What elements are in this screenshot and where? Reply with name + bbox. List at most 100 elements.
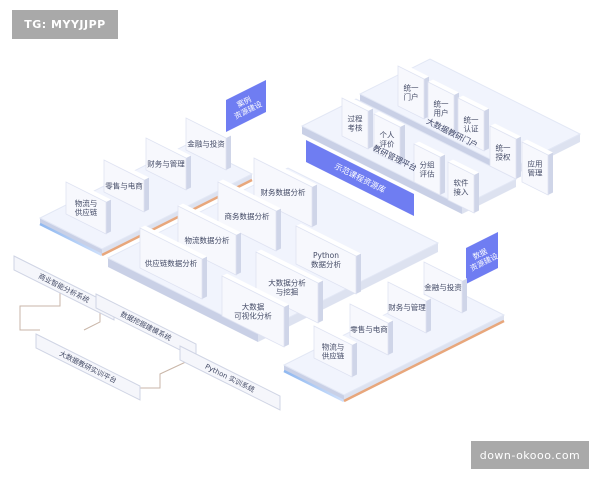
case-card-3-label: 财务与管理 <box>147 159 185 169</box>
case-card-1-side <box>106 199 111 234</box>
analysis-card-5-side <box>356 253 361 294</box>
portal-card-3-top <box>458 95 489 111</box>
teaching-card-2-face <box>373 113 401 166</box>
data-resource-card-4-face <box>423 261 463 314</box>
analysis-card-4-face <box>139 227 203 300</box>
data-resource-platform-accent-left <box>283 369 345 403</box>
portal-card-5-side <box>548 152 553 195</box>
analysis-card-6-face <box>255 251 319 324</box>
analysis-card-6-top <box>256 249 323 283</box>
portal-card-2-top <box>428 79 459 95</box>
analysis-card-6-label: 大数据分析与挖掘 <box>268 278 306 297</box>
analysis-card-2-face <box>217 181 277 252</box>
case-card-1: 物流与供应链 <box>65 179 111 235</box>
data-resource-card-4-side <box>462 278 467 313</box>
case-card-4-top <box>186 115 231 138</box>
system-card-3-label: 大数据教研实训平台 <box>58 349 118 385</box>
system-card-2-label: 数据挖掘建模系统 <box>119 309 173 342</box>
portal-card-1-face <box>397 65 425 120</box>
demo-resource-banner-face <box>306 140 414 216</box>
portal-card-3-side <box>484 108 489 151</box>
portal-card-1: 统一门户 <box>397 63 429 120</box>
analysis-card-7-label: 大数据可视化分析 <box>234 302 272 321</box>
data-resource-platform-edge-right <box>344 315 504 401</box>
analysis-card-3-face <box>177 205 237 276</box>
analysis-card-7: 大数据可视化分析 <box>221 273 289 348</box>
data-resource-card-3-face <box>387 281 427 334</box>
case-card-2-label: 零售与电商 <box>105 181 143 191</box>
teaching-card-4: 软件接入 <box>447 159 479 214</box>
teaching-card-3: 分组评估 <box>413 141 445 196</box>
portal-card-5-face <box>521 141 549 196</box>
teaching-card-4-side <box>474 172 479 213</box>
analysis-card-1-label: 财务数据分析 <box>261 187 306 197</box>
case-resource-platform-edge-right <box>102 174 252 255</box>
analysis-card-7-top <box>222 273 289 307</box>
analysis-card-4-label: 供应链数据分析 <box>145 258 198 268</box>
data-resource-card-3-side <box>426 298 431 333</box>
data-resource-platform-accent-right <box>343 319 505 403</box>
case-card-2-side <box>144 177 149 212</box>
data-resource-card-3-top <box>388 279 431 301</box>
analysis-card-3-top <box>178 203 241 235</box>
analysis-card-2-side <box>276 208 281 251</box>
case-resource-tag-face <box>226 80 266 132</box>
system-card-4-label: Python 实训系统 <box>204 362 257 394</box>
teaching-card-1-label: 过程考核 <box>348 114 363 133</box>
data-analysis-platform-edge-left <box>108 258 258 342</box>
system-card-1-label: 商业智能分析系统 <box>37 271 91 304</box>
data-resource-card-4-label: 金融与投资 <box>424 282 462 292</box>
data-resource-card-1-label: 物流与供应链 <box>322 342 345 361</box>
portal-card-4-side <box>516 136 521 179</box>
teaching-platform-edge-left <box>302 126 462 214</box>
data-resource-card-1-top <box>314 323 357 345</box>
watermark-badge-bottom: down-okooo.com <box>471 441 589 469</box>
data-resource-tag-face <box>466 232 498 284</box>
analysis-card-1-face <box>253 157 313 228</box>
portal-card-4: 统一授权 <box>489 123 521 180</box>
system-card-4: Python 实训系统 <box>179 345 281 411</box>
data-resource-card-3: 财务与管理 <box>387 279 431 334</box>
case-card-3-top <box>146 135 191 158</box>
analysis-card-3-label: 物流数据分析 <box>185 235 230 245</box>
data-resource-card-1-face <box>313 325 353 378</box>
portal-card-4-label: 统一授权 <box>496 143 511 162</box>
analysis-card-6: 大数据分析与挖掘 <box>255 249 323 324</box>
case-card-2: 零售与电商 <box>103 157 149 213</box>
teaching-card-2-top <box>374 111 405 127</box>
teaching-card-3-face <box>413 143 441 196</box>
analysis-card-4-top <box>140 225 207 259</box>
case-card-1-label: 物流与供应链 <box>75 198 98 217</box>
analysis-card-4-side <box>202 256 207 299</box>
analysis-card-5-face <box>295 225 357 295</box>
data-resource-card-1-side <box>352 342 357 377</box>
teaching-card-1: 过程考核 <box>341 95 373 150</box>
portal-card-5-label: 应用管理 <box>528 159 543 178</box>
analysis-card-1: 财务数据分析 <box>253 155 317 228</box>
teaching-card-4-top <box>448 159 479 175</box>
data-analysis-platform-edge-right <box>258 243 438 342</box>
data-resource-card-1: 物流与供应链 <box>313 323 357 378</box>
case-card-4: 金融与投资 <box>185 115 231 171</box>
analysis-card-7-side <box>284 304 289 347</box>
case-card-3-face <box>145 137 187 191</box>
analysis-card-2: 商务数据分析 <box>217 179 281 252</box>
teaching-card-3-side <box>440 154 445 195</box>
data-resource-card-2-top <box>350 301 393 323</box>
teaching-card-2-side <box>400 124 405 165</box>
teaching-card-1-side <box>368 108 373 149</box>
case-card-2-face <box>103 159 145 213</box>
system-card-1-face <box>13 255 115 321</box>
data-resource-card-3-label: 财务与管理 <box>388 302 426 312</box>
portal-card-4-top <box>490 123 521 139</box>
portal-card-1-label: 统一门户 <box>404 83 419 102</box>
case-card-4-side <box>226 135 231 170</box>
watermark-badge-top: TG: MYYJJPP <box>12 10 118 39</box>
data-resource-card-4-top <box>424 259 467 281</box>
case-card-3: 财务与管理 <box>145 135 191 191</box>
analysis-card-6-side <box>318 280 323 323</box>
analysis-card-1-side <box>312 184 317 227</box>
case-card-1-face <box>65 181 107 235</box>
case-card-4-label: 金融与投资 <box>187 139 225 149</box>
